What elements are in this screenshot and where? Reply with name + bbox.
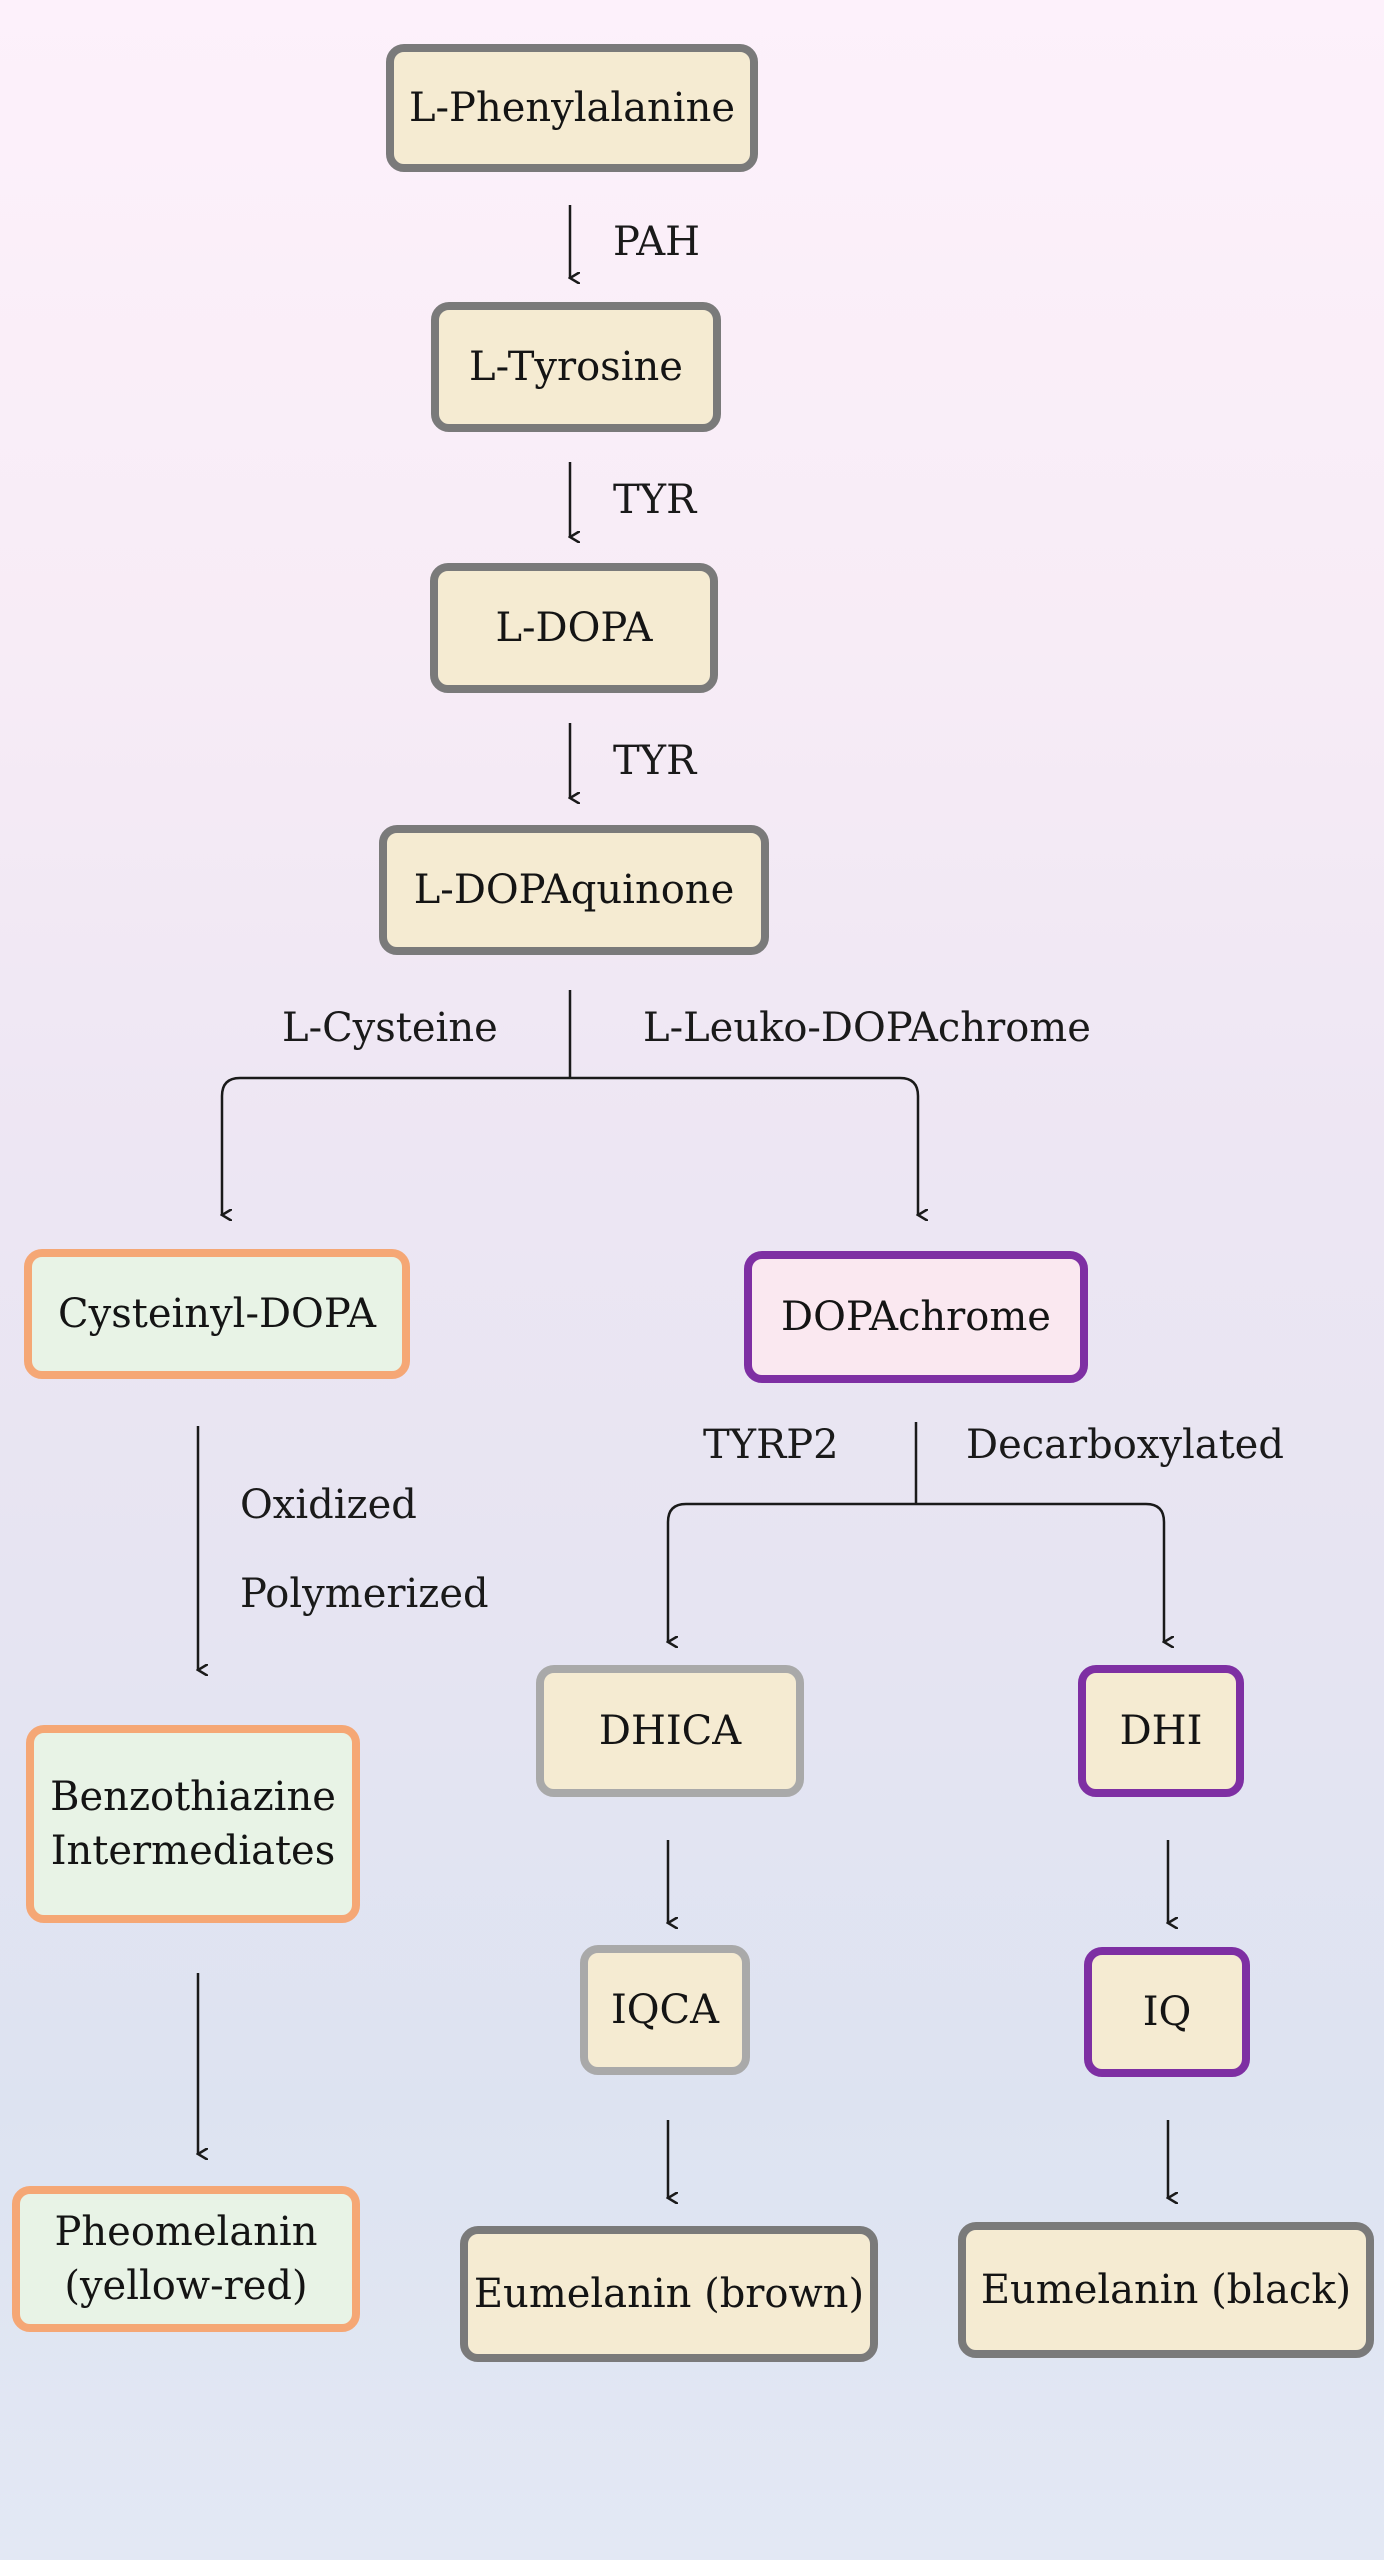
node-pheomelanin-line2: (yellow-red) <box>64 2263 308 2309</box>
branch-left-2 <box>668 1502 916 1642</box>
node-l-dopaquinone: L-DOPAquinone <box>379 825 769 955</box>
node-benzothiazine-line1: Benzothiazine <box>50 1774 336 1820</box>
node-iq: IQ <box>1084 1947 1250 2077</box>
node-dhica: DHICA <box>536 1665 804 1797</box>
enzyme-label-pah: PAH <box>613 219 701 265</box>
enzyme-label-tyr-1: TYR <box>613 477 697 523</box>
node-l-dopa-label: L-DOPA <box>495 605 653 651</box>
node-cysteinyl-dopa-label: Cysteinyl-DOPA <box>58 1291 376 1337</box>
node-iq-label: IQ <box>1142 1989 1192 2035</box>
node-l-dopa: L-DOPA <box>430 563 718 693</box>
node-l-tyrosine: L-Tyrosine <box>431 302 721 432</box>
node-eumelanin-black: Eumelanin (black) <box>958 2222 1374 2358</box>
branch-right-1 <box>570 1076 918 1215</box>
node-pheomelanin: Pheomelanin (yellow-red) <box>12 2186 360 2332</box>
branch-label-leuko-dopachrome: L-Leuko-DOPAchrome <box>643 1005 1091 1051</box>
node-iqca: IQCA <box>580 1945 750 2075</box>
node-benzothiazine-line2: Intermediates <box>50 1828 336 1874</box>
node-eumelanin-black-label: Eumelanin (black) <box>980 2267 1352 2313</box>
branch-label-l-cysteine: L-Cysteine <box>282 1005 498 1051</box>
branch-right-2 <box>916 1502 1164 1642</box>
node-benzothiazine-intermediates: Benzothiazine Intermediates <box>26 1725 360 1923</box>
node-l-phenylalanine-label: L-Phenylalanine <box>408 85 736 131</box>
process-label-oxidized: Oxidized <box>240 1482 417 1528</box>
process-label-polymerized: Polymerized <box>240 1571 489 1617</box>
branch-left-1 <box>222 1076 570 1215</box>
node-dhi: DHI <box>1078 1665 1244 1797</box>
branch-label-decarboxylated: Decarboxylated <box>966 1422 1284 1468</box>
node-l-dopaquinone-label: L-DOPAquinone <box>413 867 735 913</box>
node-l-tyrosine-label: L-Tyrosine <box>469 344 683 390</box>
node-dopachrome: DOPAchrome <box>744 1251 1088 1383</box>
node-l-phenylalanine: L-Phenylalanine <box>386 44 758 172</box>
node-iqca-label: IQCA <box>610 1987 720 2033</box>
node-cysteinyl-dopa: Cysteinyl-DOPA <box>24 1249 410 1379</box>
node-dhica-label: DHICA <box>598 1708 742 1754</box>
node-pheomelanin-line1: Pheomelanin <box>54 2209 318 2255</box>
node-eumelanin-brown: Eumelanin (brown) <box>460 2226 878 2362</box>
node-dhi-label: DHI <box>1119 1708 1203 1754</box>
branch-label-tyrp2: TYRP2 <box>703 1422 839 1468</box>
node-eumelanin-brown-label: Eumelanin (brown) <box>473 2271 865 2317</box>
node-dopachrome-label: DOPAchrome <box>781 1294 1051 1340</box>
enzyme-label-tyr-2: TYR <box>613 738 697 784</box>
